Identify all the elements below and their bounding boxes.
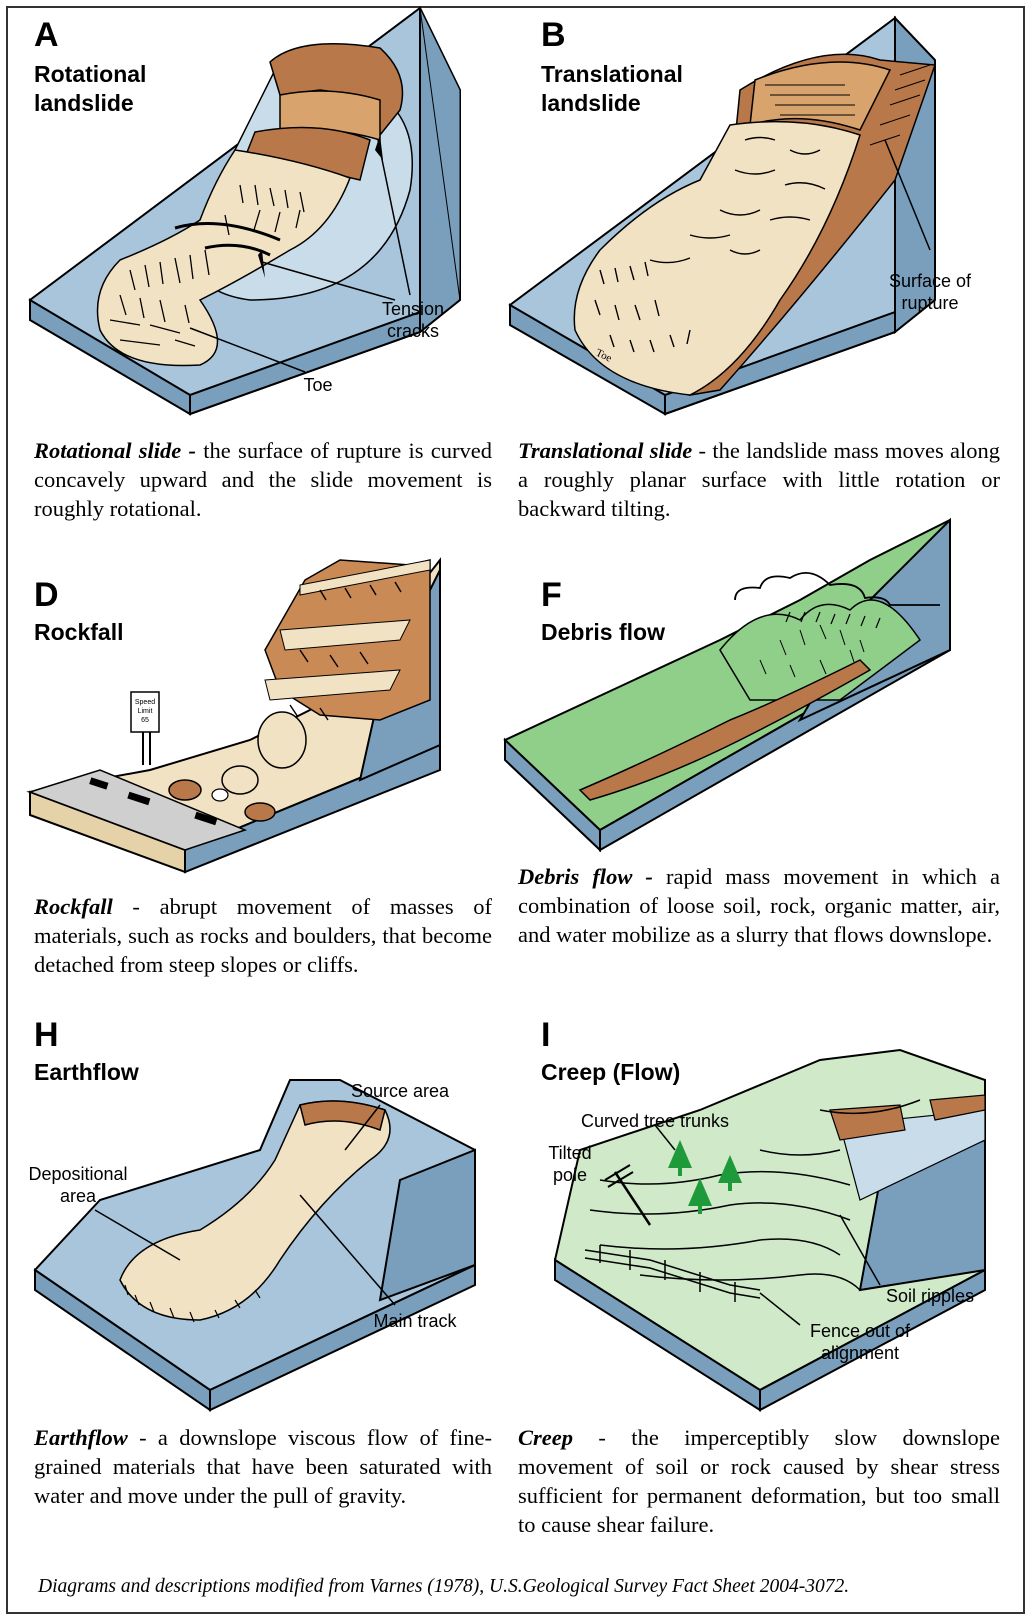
panel-letter: I	[541, 1018, 550, 1052]
footnote: Diagrams and descriptions modified from …	[38, 1576, 998, 1598]
description-text: - the imperceptibly slow downslope movem…	[518, 1425, 1000, 1537]
term: Creep	[518, 1425, 573, 1450]
label-soil-ripples: Soil ripples	[870, 1285, 990, 1307]
panel-title: Creep (Flow)	[541, 1058, 680, 1087]
description-creep: Creep - the imperceptibly slow downslope…	[518, 1423, 1000, 1539]
label-fence-out-of-alignment: Fence out of alignment	[790, 1320, 930, 1364]
creep-diagram	[0, 0, 1035, 1440]
label-curved-tree-trunks: Curved tree trunks	[560, 1110, 750, 1132]
label-tilted-pole: Tilted pole	[530, 1142, 610, 1186]
panel-creep: I Creep (Flow) Curved tree trunks Tilted…	[0, 0, 1035, 1580]
